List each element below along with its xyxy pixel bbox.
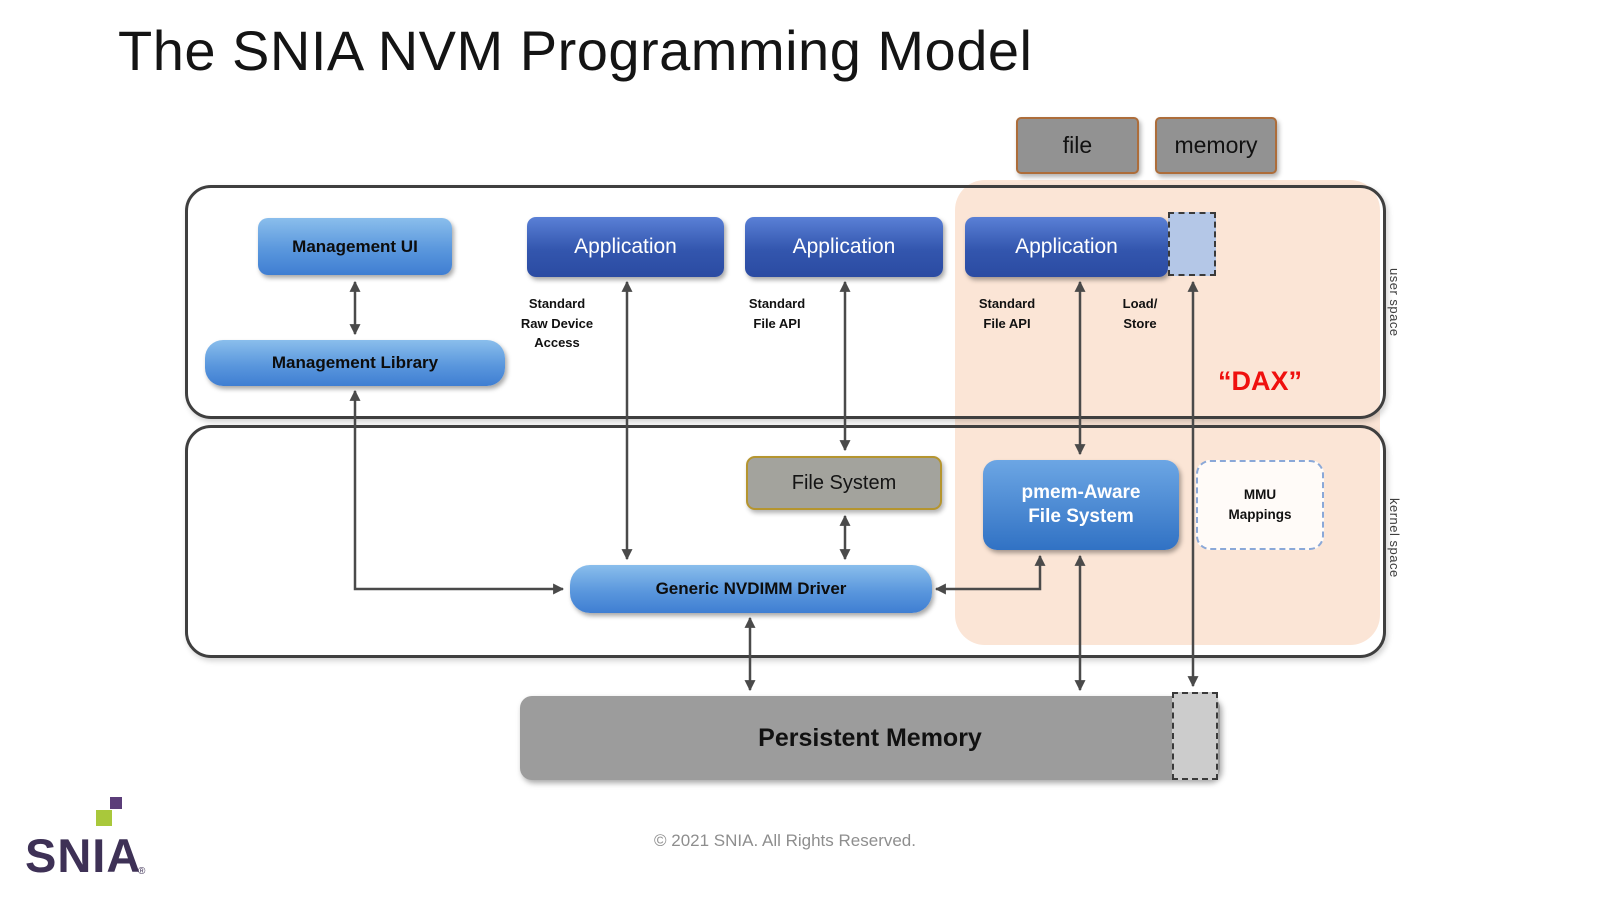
kernel-space-container <box>185 425 1386 658</box>
dax-label: “DAX” <box>1218 366 1303 396</box>
management-ui-box: Management UI <box>258 218 452 275</box>
application-3-mapped-region <box>1168 212 1216 276</box>
copyright-text: © 2021 SNIA. All Rights Reserved. <box>654 831 916 850</box>
label-standard-file-api-3: Standard File API <box>978 296 1036 331</box>
arrow-driver-pmemfs <box>934 554 1046 595</box>
label-standard-file-api-2: Standard File API <box>748 296 806 331</box>
application-3-box: Application <box>965 217 1168 277</box>
legend-file: file <box>1016 117 1139 174</box>
management-library-box: Management Library <box>205 340 505 386</box>
arrow-mgmtlib-driver <box>349 389 565 595</box>
user-space-label: user space <box>1387 268 1402 337</box>
page-title: The SNIA NVM Programming Model <box>118 19 1033 82</box>
persistent-memory-mapped-region <box>1172 692 1218 780</box>
registered-mark: ® <box>138 866 146 877</box>
label-standard-raw-device-access: Standard Raw Device Access <box>520 296 594 350</box>
persistent-memory-box: Persistent Memory <box>520 696 1220 780</box>
pmem-aware-file-system-box: pmem-Aware File System <box>983 460 1179 550</box>
mmu-mappings-box: MMU Mappings <box>1196 460 1324 550</box>
kernel-space-label: kernel space <box>1387 498 1402 578</box>
snia-logo: SNIA <box>25 829 142 882</box>
legend-memory: memory <box>1155 117 1277 174</box>
application-1-box: Application <box>527 217 724 277</box>
label-load-store: Load/ Store <box>1122 296 1158 331</box>
application-2-box: Application <box>745 217 943 277</box>
file-system-box: File System <box>746 456 942 510</box>
generic-nvdimm-driver-box: Generic NVDIMM Driver <box>570 565 932 613</box>
user-space-container <box>185 185 1386 419</box>
snia-logo-green-square-icon <box>96 810 112 826</box>
snia-logo-purple-square-icon <box>110 797 122 809</box>
